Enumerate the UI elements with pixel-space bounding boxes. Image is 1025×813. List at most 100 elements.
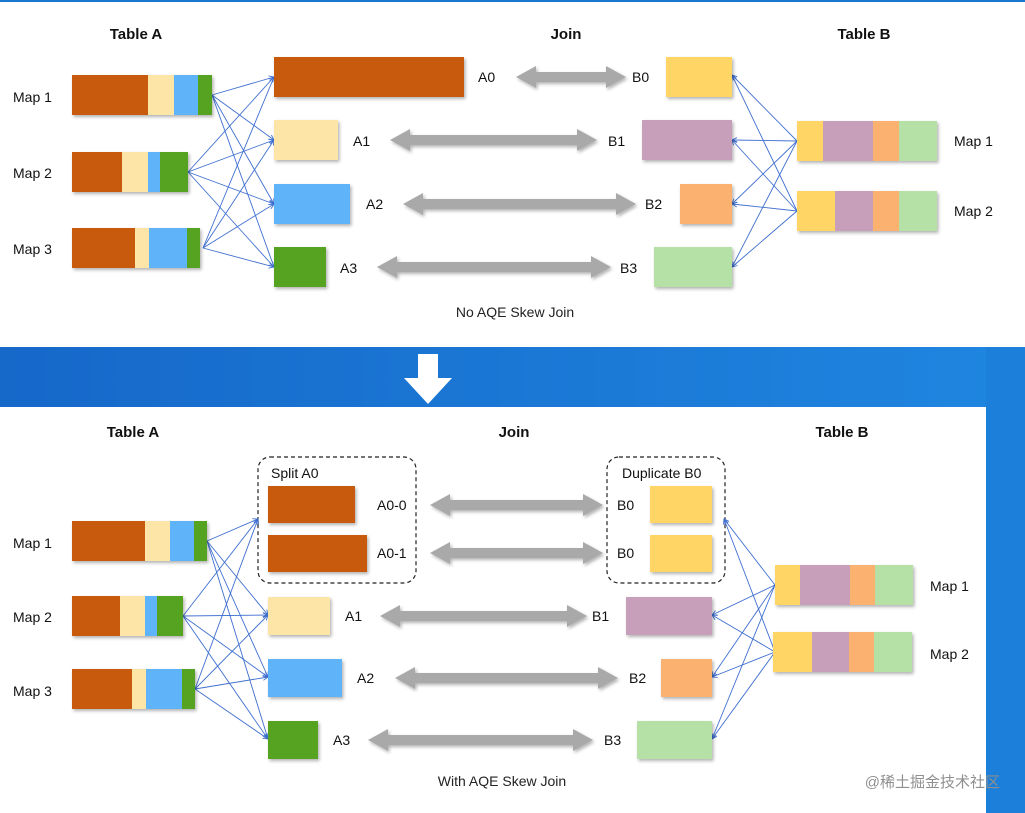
bottom-map-b-2-bar-segment-3 — [849, 632, 874, 672]
bottom-b1-label: B1 — [592, 608, 609, 624]
top-a3-label: A3 — [340, 260, 357, 276]
top-map-b-1-bar — [797, 121, 937, 161]
top-a0-label: A0 — [478, 69, 495, 85]
top-fan-a-line — [202, 140, 274, 249]
bottom-map-a-3-bar-segment-2 — [132, 669, 146, 709]
top-b1-block — [642, 120, 732, 160]
top-map-a-3-label: Map 3 — [13, 241, 52, 257]
bottom-join-title: Join — [499, 424, 530, 441]
bottom-join-arrow-1 — [380, 605, 587, 627]
top-fan-b-line — [732, 75, 798, 212]
top-map-a-1-bar-segment-3 — [174, 75, 198, 115]
bottom-map-a-2-bar — [72, 596, 183, 636]
bottom-b3-block — [637, 721, 712, 759]
top-a1-label: A1 — [353, 133, 370, 149]
top-map-a-1-bar-segment-2 — [148, 75, 174, 115]
bottom-a2-block — [268, 659, 342, 697]
bottom-map-a-2-bar-segment-3 — [145, 596, 157, 636]
top-fan-b-line — [732, 140, 798, 267]
bottom-map-a-3-bar-segment-1 — [72, 669, 132, 709]
bottom-a1-block — [268, 597, 330, 635]
top-map-a-2-bar-segment-1 — [72, 152, 122, 192]
bottom-b0-1-label: B0 — [617, 545, 634, 561]
bottom-map-b-2-bar-segment-4 — [874, 632, 912, 672]
bottom-map-a-1-label: Map 1 — [13, 535, 52, 551]
top-fan-b — [732, 75, 798, 267]
bottom-b3-label: B3 — [604, 732, 621, 748]
bottom-caption: With AQE Skew Join — [438, 773, 566, 789]
top-fan-b-line — [732, 140, 798, 141]
top-fan-a-line — [187, 171, 274, 267]
top-b2-label: B2 — [645, 196, 662, 212]
top-fan-a-line — [187, 171, 274, 204]
top-b2-block — [680, 184, 732, 224]
bottom-b0-0-label: B0 — [617, 497, 634, 513]
bottom-fan-b-line — [712, 651, 776, 739]
bottom-map-a-2-bar-segment-4 — [157, 596, 183, 636]
top-fan-a-line — [211, 94, 274, 267]
top-b1-label: B1 — [608, 133, 625, 149]
bottom-map-a-3-bar — [72, 669, 195, 709]
top-map-a-3-bar-segment-4 — [187, 228, 200, 268]
top-map-b-1-bar-segment-4 — [899, 121, 937, 161]
bottom-a0-0-label: A0-0 — [377, 497, 407, 513]
top-fan-a-line — [211, 94, 274, 204]
top-map-b-2-label: Map 2 — [954, 203, 993, 219]
bottom-a1-label: A1 — [345, 608, 362, 624]
bottom-fan-b-line — [724, 519, 776, 586]
top-a2-block — [274, 184, 350, 224]
bottom-fan-a-line — [194, 688, 268, 739]
bottom-map-b-1-bar-segment-2 — [800, 565, 850, 605]
bottom-a2-label: A2 — [357, 670, 374, 686]
bottom-map-b-1-bar-segment-3 — [850, 565, 875, 605]
bottom-fan-a-line — [206, 519, 258, 542]
bottom-fan-a-line — [206, 540, 268, 677]
top-map-b-1-label: Map 1 — [954, 133, 993, 149]
bottom-map-b-2-label: Map 2 — [930, 646, 969, 662]
top-map-b-2-bar — [797, 191, 937, 231]
bottom-map-a-2-label: Map 2 — [13, 609, 52, 625]
top-fan-a — [187, 77, 274, 267]
bottom-a3-label: A3 — [333, 732, 350, 748]
top-fan-a-line — [202, 77, 274, 249]
top-map-b-2-bar-segment-1 — [797, 191, 835, 231]
bottom-b2-block — [661, 659, 712, 697]
bottom-a3-block — [268, 721, 318, 759]
bottom-fan-a-line — [194, 615, 268, 690]
bottom-map-a-1-bar — [72, 521, 207, 561]
bottom-fan-a-line — [182, 519, 258, 617]
top-b3-block — [654, 247, 732, 287]
top-map-b-1-bar-segment-2 — [823, 121, 873, 161]
bottom-map-b-1-bar — [775, 565, 913, 605]
bottom-map-a-2-bar-segment-1 — [72, 596, 120, 636]
bottom-fan-a — [182, 519, 268, 739]
top-fan-a-line — [211, 94, 274, 140]
top-a0-block — [274, 57, 464, 97]
bottom-map-b-2-bar — [773, 632, 912, 672]
top-fan-b-line — [732, 210, 798, 267]
top-join-arrow-1 — [390, 129, 597, 151]
bottom-map-a-1-bar-segment-3 — [170, 521, 194, 561]
bottom-a0-0-block — [268, 486, 355, 523]
top-map-a-1-label: Map 1 — [13, 89, 52, 105]
top-fan-b-line — [732, 75, 798, 142]
top-b0-block — [666, 57, 732, 97]
top-a3-block — [274, 247, 326, 287]
watermark: @稀土掘金技术社区 — [865, 774, 1000, 791]
top-fan-a-line — [187, 77, 274, 173]
bottom-fan-a-line — [182, 615, 268, 739]
top-join-arrow-0 — [516, 66, 626, 88]
bottom-fan-b-line — [712, 584, 776, 615]
bottom-map-a-3-label: Map 3 — [13, 683, 52, 699]
top-map-b-2-bar-segment-4 — [899, 191, 937, 231]
top-join-arrow-2 — [403, 193, 636, 215]
top-map-a-2-bar-segment-2 — [122, 152, 148, 192]
top-map-a-3-bar-segment-3 — [149, 228, 187, 268]
bottom-map-a-3-bar-segment-4 — [182, 669, 195, 709]
top-fan-b-line — [732, 140, 798, 212]
top-map-a-1-bar-segment-1 — [72, 75, 148, 115]
top-join-arrow-3 — [377, 256, 611, 278]
bottom-fan-a-line — [182, 615, 268, 616]
bottom-join-arrow-a0-1 — [430, 542, 603, 564]
